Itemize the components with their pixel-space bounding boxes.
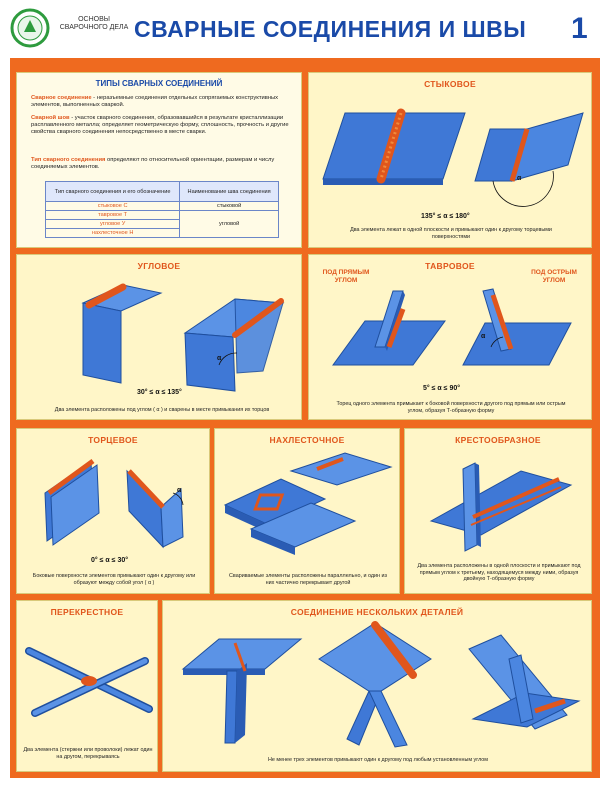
overlap-joint-title: ПЕРЕКРЕСТНОЕ: [50, 607, 124, 617]
edge-joint-title: ТОРЦЕВОЕ: [88, 435, 138, 445]
butt-joint-diagram: [322, 108, 584, 207]
sheet-number: 1: [571, 12, 588, 45]
cross-joint-title: КРЕСТООБРАЗНОЕ: [455, 435, 541, 445]
tee-formula: 5° ≤ α ≤ 90°: [423, 385, 461, 392]
header: ОСНОВЫ СВАРОЧНОГО ДЕЛА СВАРНЫЕ СОЕДИНЕНИ…: [0, 0, 610, 58]
butt-alpha: α: [517, 175, 522, 182]
page-title: СВАРНЫЕ СОЕДИНЕНИЯ И ШВЫ: [134, 16, 527, 42]
overlap-joint-caption: Два элемента (стержни или проволоки) леж…: [23, 747, 153, 760]
tee-joint-title: ТАВРОВОЕ: [425, 261, 475, 271]
cross-joint-panel: КРЕСТООБРАЗНОЕ Два элемента расположены …: [404, 428, 592, 594]
multi-joint-panel: СОЕДИНЕНИЕ НЕСКОЛЬКИХ ДЕТАЛЕЙ Не менее т…: [162, 600, 592, 772]
series-name: ОСНОВЫ СВАРОЧНОГО ДЕЛА: [59, 16, 129, 31]
lap-joint-title: НАХЛЕСТОЧНОЕ: [269, 435, 345, 445]
corner-formula: 30° ≤ α ≤ 135°: [137, 389, 182, 396]
table-header-type: Тип сварного соединения и его обозначени…: [44, 181, 181, 202]
lap-joint-caption: Свариваемые элементы расположены паралле…: [229, 573, 387, 586]
overlap-joint-diagram: [25, 647, 153, 717]
butt-formula: 135° ≤ α ≤ 180°: [421, 213, 470, 220]
edge-joint-caption: Боковые поверхности элементов примыкают …: [32, 573, 196, 586]
corner-joint-caption: Два элемента расположены под углом ( α )…: [54, 407, 270, 413]
table-row: нахлесточное Н: [44, 228, 279, 238]
definition-weld-seam: Сварной шов - участок сварного соединени…: [31, 115, 289, 135]
overlap-joint-panel: ПЕРЕКРЕСТНОЕ Два элемента (стержни или п…: [16, 600, 158, 772]
corner-joint-title: УГЛОВОЕ: [137, 261, 181, 271]
definition-joint-type: Тип сварного соединения определяют по от…: [31, 157, 275, 170]
table-row: тавровое Т угловой: [44, 210, 279, 238]
cross-joint-caption: Два элемента расположены в одной плоскос…: [417, 563, 581, 583]
corner-joint-panel: УГЛОВОЕ α 30° ≤ α ≤ 135° Два элемента ра…: [16, 254, 302, 420]
tee-acute-angle-label: ПОД ОСТРЫМ УГЛОМ: [531, 269, 577, 284]
corner-alpha: α: [217, 355, 222, 362]
tee-joint-caption: Торец одного элемента примыкает к боково…: [336, 401, 566, 414]
lap-joint-diagram: [223, 452, 393, 555]
corner-joint-diagram: [81, 283, 285, 392]
tee-joint-diagram: [332, 288, 572, 366]
table-header-seam: Наименование шва соединения: [179, 181, 279, 202]
types-table: Тип сварного соединения и его обозначени…: [44, 181, 279, 238]
tee-joint-panel: ТАВРОВОЕ ПОД ПРЯМЫМ УГЛОМ ПОД ОСТРЫМ УГЛ…: [308, 254, 592, 420]
edge-formula: 0° ≤ α ≤ 30°: [91, 557, 129, 564]
tee-alpha: α: [481, 333, 486, 340]
logo-icon: [10, 8, 50, 48]
types-title: ТИПЫ СВАРНЫХ СОЕДИНЕНИЙ: [95, 79, 223, 88]
butt-joint-caption: Два элемента лежат в одной плоскости и п…: [350, 227, 552, 240]
multi-joint-diagram: [181, 621, 581, 748]
edge-alpha: α: [177, 487, 182, 494]
edge-joint-panel: ТОРЦЕВОЕ α 0° ≤ α ≤ 30° Боковые поверхно…: [16, 428, 210, 594]
multi-joint-title: СОЕДИНЕНИЕ НЕСКОЛЬКИХ ДЕТАЛЕЙ: [290, 607, 464, 617]
butt-joint-title: СТЫКОВОЕ: [424, 79, 476, 89]
tee-right-angle-label: ПОД ПРЯМЫМ УГЛОМ: [322, 269, 370, 284]
types-panel: ТИПЫ СВАРНЫХ СОЕДИНЕНИЙ Сварное соединен…: [16, 72, 302, 248]
definition-welded-joint: Сварное соединение - неразъемные соедине…: [31, 95, 279, 108]
butt-joint-panel: СТЫКОВОЕ α 135° ≤ α ≤ 180° Два элемента …: [308, 72, 592, 248]
lap-joint-panel: НАХЛЕСТОЧНОЕ Свариваемые элементы распол…: [214, 428, 400, 594]
table-row: стыковое С стыковой: [44, 201, 279, 211]
multi-joint-caption: Не менее трех элементов примыкают один к…: [267, 757, 489, 763]
cross-joint-diagram: [429, 462, 573, 552]
edge-joint-diagram: [44, 458, 184, 549]
